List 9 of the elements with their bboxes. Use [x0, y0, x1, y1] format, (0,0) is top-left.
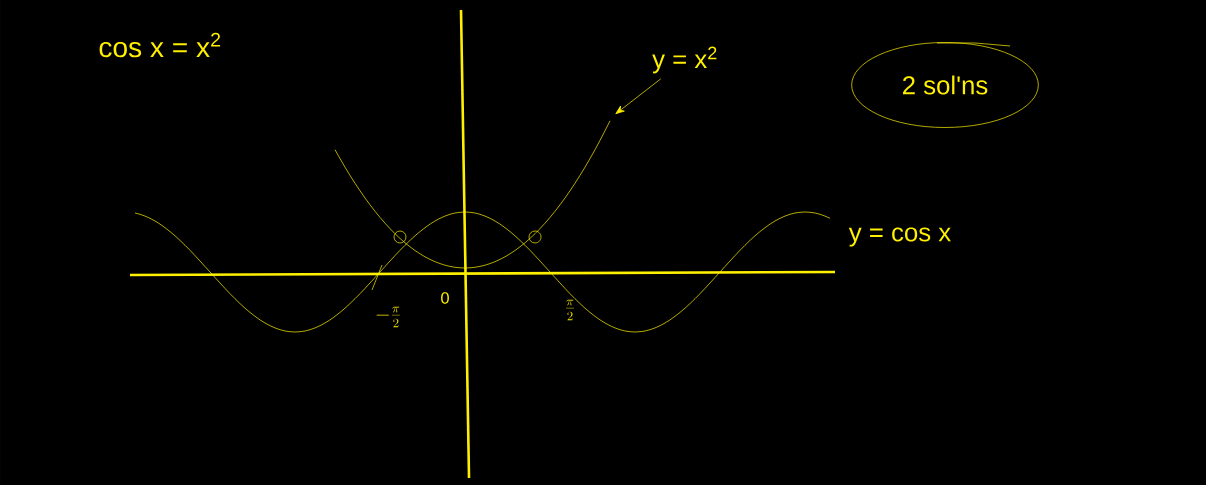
- parabola-curve: [334, 120, 611, 269]
- curve-label: y = x$^{2}$: [652, 46, 717, 74]
- equation-text: cos x = x$^{2}$: [99, 32, 221, 58]
- tick-label: $\frac{\pi}{2}$: [566, 299, 574, 321]
- circled-note: 2 sol'ns: [851, 42, 1039, 128]
- leader-arrow: [615, 78, 662, 115]
- tick-label: $-\frac{\pi}{2}$: [376, 306, 400, 328]
- curve-label: y = cos x: [848, 227, 951, 247]
- origin-label: 0: [441, 292, 449, 304]
